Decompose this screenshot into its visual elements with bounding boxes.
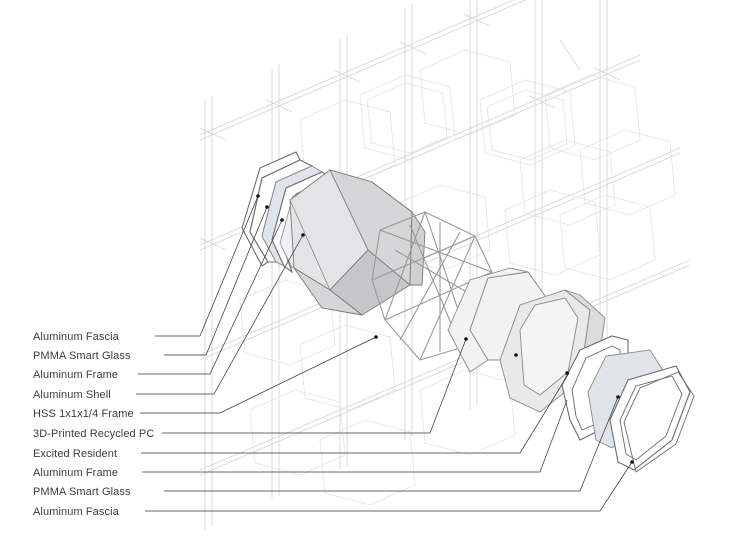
label-3d-printed-recycled-pc: 3D-Printed Recycled PC (33, 428, 154, 440)
right-fascia (609, 365, 695, 473)
label-list: Aluminum Fascia PMMA Smart Glass Aluminu… (33, 331, 154, 518)
hss-frame (371, 211, 493, 361)
label-aluminum-fascia-right: Aluminum Fascia (33, 506, 120, 518)
label-excited-resident: Excited Resident (33, 448, 117, 460)
label-aluminum-fascia-left: Aluminum Fascia (33, 331, 120, 343)
leader-dots (256, 194, 634, 464)
label-hss-frame: HSS 1x1x1/4 Frame (33, 408, 134, 420)
label-pmma-smart-glass-right: PMMA Smart Glass (33, 486, 131, 498)
label-aluminum-frame-left: Aluminum Frame (33, 369, 118, 381)
label-pmma-smart-glass-left: PMMA Smart Glass (33, 350, 131, 362)
resident-cell (499, 289, 606, 413)
label-aluminum-frame-right: Aluminum Frame (33, 467, 118, 479)
label-aluminum-shell: Aluminum Shell (33, 389, 111, 401)
leader-lines (136, 195, 633, 512)
background-scaffold (199, 0, 691, 530)
